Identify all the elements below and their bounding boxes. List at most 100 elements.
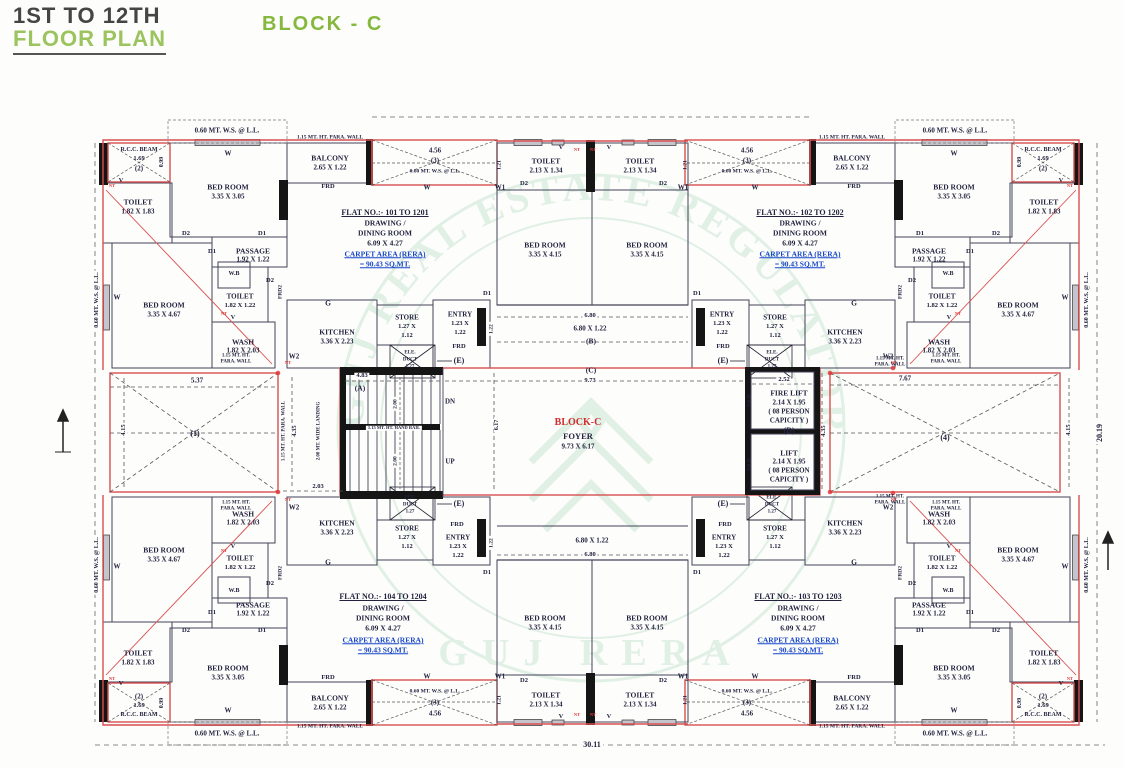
plan-label: D2 [659,676,667,684]
plan-label: 1.69 [133,701,145,709]
plan-label: FRD [716,342,730,350]
plan-label: 0.60 MT. W.S. @ L.L. [94,535,100,595]
plan-label: 3.35 X 3.05 [211,192,245,201]
plan-label: (E) [453,356,465,365]
plan-label: 1.27 X [766,533,784,541]
plan-label: 0.60 MT. W.S. @ L.L. [922,729,988,738]
plan-label: 1.15 MT. HT. PARA. WALL [818,723,886,730]
plan-label: 1.27 [405,364,415,370]
plan-label: W.B [228,588,240,594]
plan-label: F.R.D. [747,457,753,471]
plan-label: 0.60 MT. W.S. @ L.L. [922,126,988,135]
plan-label: BED ROOM [524,613,566,623]
plan-label: PARA. WALL [930,506,962,512]
plan-label: FRD [847,673,861,681]
plan-label: 2.13 X 1.34 [529,166,563,175]
plan-label: (2) [1038,164,1048,173]
plan-label: NT [284,359,292,365]
plan-label: FRD [321,673,335,681]
plan-label: 1.15 MT. HT. HAND RAIL [365,424,423,431]
plan-label: W [751,672,759,681]
plan-label: D1 [966,608,974,616]
plan-label: W [950,149,958,158]
plan-label: W [423,183,431,192]
plan-label: 1.22 [716,328,728,336]
plan-label: ENTRY [711,533,737,542]
plan-label: 4.83 [354,371,370,380]
plan-label: 1.82 X 2.03 [226,346,260,355]
north-arrow [55,408,71,453]
plan-label: 3.35 X 3.05 [937,673,971,682]
plan-label: TOILET [123,197,153,207]
plan-label: D1 [258,626,266,634]
plan-label: (3) [430,156,440,165]
plan-label: NT [573,711,581,717]
flat-103-title: FLAT NO.:- 103 TO 1203 [754,592,842,601]
plan-label: 0.60 MT. W.S. @ L.L. [194,729,260,738]
plan-label: 2.65 X 1.22 [313,163,347,172]
plan-label: 4.15 [1064,422,1073,438]
plan-label: BED ROOM [933,182,975,192]
page-title: 1ST TO 12TH [13,3,161,28]
plan-label: NT [589,711,597,717]
plan-label: D2 [266,276,274,284]
plan-label: 3.35 X 4.67 [147,310,181,319]
plan-label: NT [890,496,898,502]
plan-label: D2 [908,276,916,284]
plan-label: 2.00 [392,454,399,468]
plan-label: 1.27 [767,364,777,370]
plan-label: 6.80 X 1.22 [573,324,607,333]
plan-label: 1.82 X 1.22 [224,563,256,571]
plan-label: 6.80 X 1.22 [575,536,609,545]
plan-label: 1.69 [133,154,145,162]
plan-label: BED ROOM [997,545,1039,555]
plan-label: 2.65 X 1.22 [835,163,869,172]
plan-label: 0.60 MT. W.S. @ L.L. [721,688,773,695]
plan-label: PASSAGE [911,600,947,610]
plan-label: 6.09 X 4.27 [365,623,401,633]
plan-label: FRD [718,520,732,528]
plan-label: BED ROOM [626,240,668,250]
plan-label: 0.99 [159,697,165,709]
plan-label: BED ROOM [626,613,668,623]
plan-label: NT [1066,675,1074,681]
plan-label: V [230,542,236,550]
plan-label: V [946,313,952,321]
plan-label: 4.56 [428,146,442,155]
plan-label: D2 [520,179,528,187]
plan-label: DUCT [764,502,780,508]
plan-label: ENTRY [445,533,471,542]
plan-label: W [224,149,232,158]
plan-label: 2.65 X 1.22 [835,703,869,712]
plan-label: KITCHEN [827,518,863,528]
plan-label: NT [954,310,962,316]
plan-label: PARA. WALL [220,359,252,365]
block-c-label: BLOCK-C [554,417,602,428]
plan-label: (3) [430,698,440,707]
plan-label: BED ROOM [933,663,975,673]
plan-label: 4.56 [740,709,754,718]
plan-label: D2 [992,626,1000,634]
plan-label: V [606,712,612,720]
plan-label: NT [284,496,292,502]
plan-label: G [325,298,331,308]
plan-label: 0.60 MT. W.S. @ L.L. [194,126,260,135]
plan-label: D2 [182,229,190,237]
plan-label: 6.17 [494,417,500,433]
plan-label: FRD2 [897,565,904,581]
plan-label: D2 [266,579,274,587]
plan-label: D2 [659,179,667,187]
overall-width-dim: 30.11 [581,740,603,749]
plan-label: PASSAGE [235,246,271,256]
plan-label: STORE [395,313,419,322]
plan-label: 3.35 X 3.05 [937,192,971,201]
plan-label: FRD2 [277,284,284,300]
plan-label: 9.73 [582,376,598,385]
plan-label: D1 [208,608,216,616]
plan-label: = 90.43 SQ.MT. [774,259,826,269]
plan-label: DRAWING / [777,603,819,613]
plan-label: FRD [450,520,464,528]
plan-label: G [851,557,857,567]
plan-label: W.B [942,271,954,277]
